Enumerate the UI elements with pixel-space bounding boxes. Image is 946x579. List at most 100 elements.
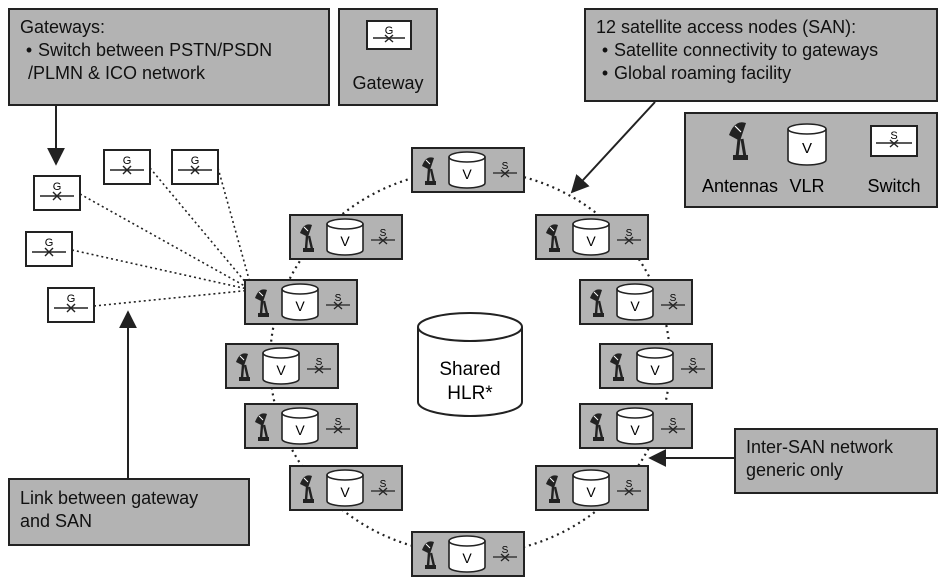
gateway-link-line	[71, 249, 253, 291]
satellite-dish-icon	[610, 353, 624, 381]
vlr-letter: V	[650, 362, 660, 378]
satellite-dish-icon	[422, 541, 436, 569]
vlr-cylinder-icon: V	[448, 535, 486, 573]
switch-letter: S	[380, 479, 387, 490]
satellite-dish-icon	[729, 122, 748, 160]
san-arrow	[570, 101, 656, 194]
san-title: 12 satellite access nodes (SAN):	[596, 17, 857, 37]
vlr-letter: V	[630, 422, 640, 438]
switch-icon: S	[617, 228, 641, 245]
hlr-label-line1: Shared	[439, 359, 500, 380]
bullet-icon: •	[601, 40, 609, 60]
legend-symbols: V S Antennas VLR Switch	[702, 122, 921, 196]
vlr-letter: V	[586, 233, 596, 249]
gateway-legend-box: G Gateway	[338, 8, 438, 106]
vlr-cylinder-icon: V	[572, 218, 610, 256]
vlr-letter: V	[340, 233, 350, 249]
satellite-dish-icon	[546, 224, 560, 252]
inter-san-line1: Inter-SAN network	[746, 437, 894, 457]
vlr-symbol-letter: V	[802, 140, 812, 157]
switch-letter: S	[690, 357, 697, 368]
legend-vlr-label: VLR	[789, 176, 824, 196]
vlr-cylinder-icon: V	[616, 283, 654, 321]
gateway-symbol-letter: G	[385, 25, 394, 37]
vlr-cylinder-icon: V	[448, 151, 486, 189]
switch-letter: S	[335, 293, 342, 304]
legend-antennas-label: Antennas	[702, 176, 778, 196]
hlr-label-line2: HLR*	[447, 383, 493, 404]
shared-hlr: Shared HLR*	[417, 312, 523, 417]
satellite-dish-icon	[255, 289, 269, 317]
gateway-icon: G	[171, 149, 219, 185]
satellite-dish-icon	[422, 157, 436, 185]
switch-icon: S	[681, 357, 705, 374]
vlr-letter: V	[276, 362, 286, 378]
vlr-cylinder-icon: V	[326, 218, 364, 256]
satellite-dish-icon	[236, 353, 250, 381]
vlr-cylinder-icon: V	[636, 347, 674, 385]
vlr-cylinder-icon: V	[281, 407, 319, 445]
switch-icon: S	[307, 357, 331, 374]
gateway-icon: G	[103, 149, 151, 185]
switch-letter: S	[502, 545, 509, 556]
switch-icon: S	[493, 161, 517, 178]
gateway-group: G G G G G	[25, 149, 219, 323]
switch-icon: S	[371, 228, 395, 245]
gateway-symbol: G	[373, 25, 405, 43]
satellite-dish-icon	[590, 413, 604, 441]
bullet-icon: •	[25, 40, 33, 60]
switch-icon: S	[870, 125, 918, 157]
gateway-icon: G	[366, 20, 412, 50]
switch-icon: S	[326, 417, 350, 434]
satellite-dish-icon	[300, 475, 314, 503]
vlr-letter: V	[462, 166, 472, 182]
switch-icon: S	[371, 479, 395, 496]
switch-letter: S	[502, 161, 509, 172]
vlr-letter: V	[340, 484, 350, 500]
gateway-legend-label: Gateway	[352, 73, 424, 93]
gateway-letter: G	[123, 155, 132, 167]
gateways-line2: /PLMN & ICO network	[28, 63, 206, 83]
vlr-letter: V	[630, 298, 640, 314]
link-line1: Link between gateway	[20, 488, 199, 508]
gateway-icon: G	[47, 287, 95, 323]
gateway-letter: G	[53, 181, 62, 193]
san-bullet-2: Global roaming facility	[614, 63, 792, 83]
gateways-bullet-item: • Switch between PSTN/PSDN	[20, 39, 318, 62]
vlr-cylinder-icon: V	[572, 469, 610, 507]
satellite-dish-icon	[546, 475, 560, 503]
switch-icon: S	[617, 479, 641, 496]
link-description-box: Link between gateway and SAN	[8, 478, 250, 546]
satellite-dish-icon	[300, 224, 314, 252]
switch-letter: S	[316, 357, 323, 368]
san-description-box: 12 satellite access nodes (SAN): • Satel…	[584, 8, 938, 102]
gateway-link-line	[79, 193, 253, 291]
gateways-title: Gateways:	[20, 17, 106, 37]
gateway-icon: G	[25, 231, 73, 267]
vlr-letter: V	[586, 484, 596, 500]
san-bullet-item: • Satellite connectivity to gateways	[596, 39, 926, 62]
san-bullet-item: • Global roaming facility	[596, 62, 926, 85]
gateway-san-links	[71, 167, 253, 307]
gateway-link-line	[149, 167, 253, 291]
switch-letter: S	[670, 417, 677, 428]
gateway-letter: G	[67, 293, 76, 305]
inter-san-line2: generic only	[746, 460, 844, 480]
vlr-letter: V	[462, 550, 472, 566]
gateway-letter: G	[45, 237, 54, 249]
switch-letter: S	[335, 417, 342, 428]
switch-icon: S	[661, 293, 685, 310]
switch-icon: S	[493, 545, 517, 562]
inter-san-box: Inter-SAN network generic only	[734, 428, 938, 494]
satellite-dish-icon	[590, 289, 604, 317]
vlr-cylinder-icon: V	[281, 283, 319, 321]
vlr-letter: V	[295, 422, 305, 438]
